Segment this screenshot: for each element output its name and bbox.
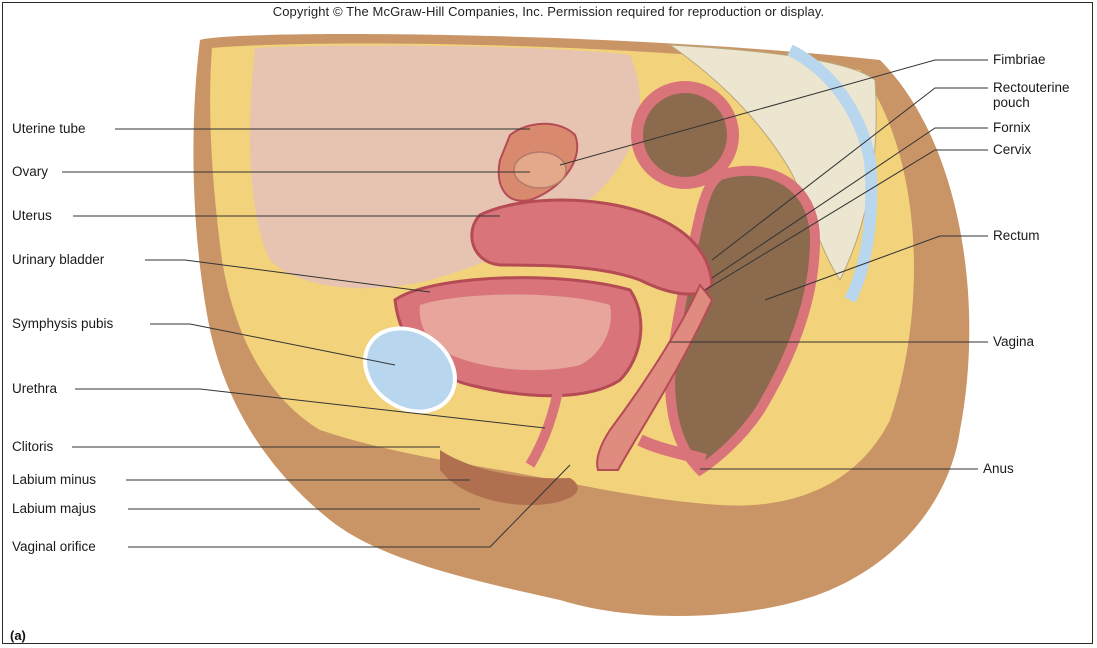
label-uterine-tube: Uterine tube	[12, 121, 86, 136]
label-uterus: Uterus	[12, 208, 52, 223]
label-cervix: Cervix	[993, 142, 1031, 157]
label-symphysis-pubis: Symphysis pubis	[12, 316, 113, 331]
label-labium-majus: Labium majus	[12, 501, 96, 516]
label-labium-minus: Labium minus	[12, 472, 96, 487]
label-fornix: Fornix	[993, 120, 1031, 135]
label-anus: Anus	[983, 461, 1014, 476]
label-vagina: Vagina	[993, 334, 1034, 349]
label-rectouterine-pouch: Rectouterine pouch	[993, 80, 1089, 110]
label-rectum: Rectum	[993, 228, 1040, 243]
label-vaginal-orifice: Vaginal orifice	[12, 539, 96, 554]
label-urethra: Urethra	[12, 381, 57, 396]
label-ovary: Ovary	[12, 164, 48, 179]
label-urinary-bladder: Urinary bladder	[12, 252, 104, 267]
ovary-shape	[514, 152, 566, 188]
label-fimbriae: Fimbriae	[993, 52, 1046, 67]
panel-label: (a)	[10, 628, 26, 643]
label-clitoris: Clitoris	[12, 439, 53, 454]
sigmoid-colon	[637, 87, 733, 183]
